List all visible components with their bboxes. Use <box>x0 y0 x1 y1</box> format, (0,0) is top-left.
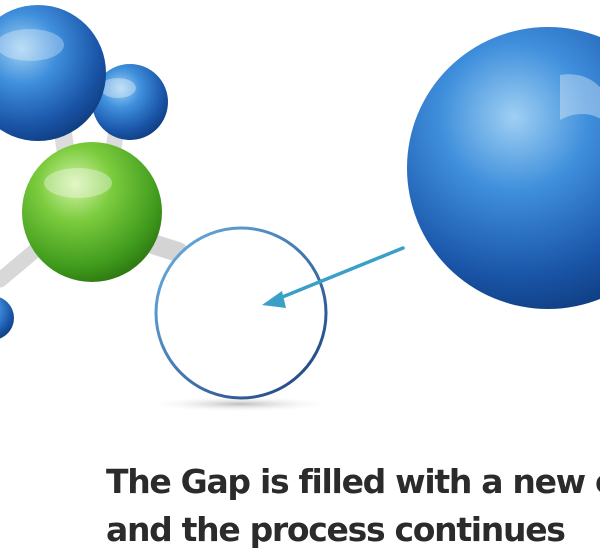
gap-shadow <box>145 396 335 412</box>
caption: The Gap is filled with a new ele and the… <box>106 458 600 554</box>
caption-line-1: The Gap is filled with a new ele <box>106 462 600 501</box>
blue-atom-large-highlight <box>0 29 64 61</box>
blue-atom-small <box>92 64 168 140</box>
green-atom-highlight <box>44 168 112 198</box>
molecule-icon <box>0 5 168 339</box>
blue-sphere-icon <box>407 27 600 309</box>
empty-circle-icon <box>154 226 328 400</box>
blue-atom-left-edge <box>0 297 14 339</box>
arrow-shaft <box>273 246 405 302</box>
new-atom-sphere <box>407 27 600 309</box>
green-atom <box>22 142 162 282</box>
caption-line-2: and the process continues <box>106 510 566 549</box>
arrow-head <box>262 291 286 308</box>
arrow-icon <box>262 246 405 308</box>
blue-atom-large-top <box>0 5 106 141</box>
blue-atom-small-highlight <box>100 78 136 98</box>
new-atom-highlight <box>560 74 600 120</box>
